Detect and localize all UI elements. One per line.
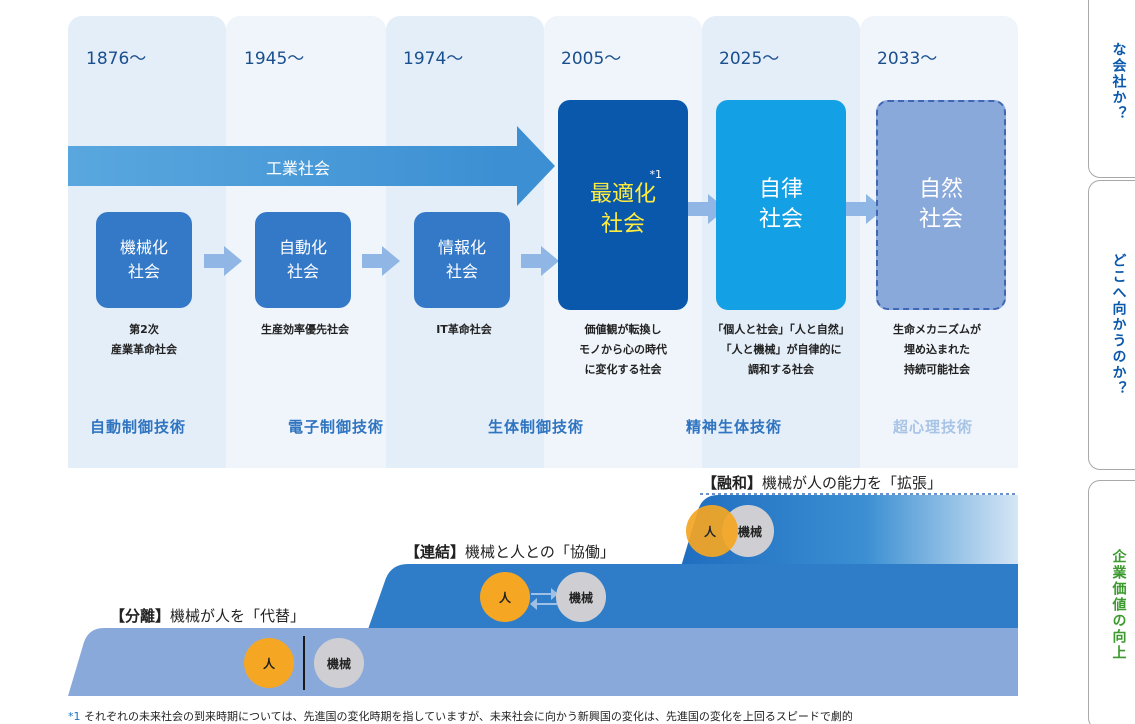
industrial-band-arrowhead xyxy=(517,126,555,206)
human-icon: 人 xyxy=(244,638,294,688)
society-description: 価値観が転換し モノから心の時代 に変化する社会 xyxy=(579,323,667,376)
machine-icon: 機械 xyxy=(314,638,364,688)
society-description: IT革命社会 xyxy=(436,323,492,336)
technology-label: 電子制御技術 xyxy=(288,418,385,436)
automation-society-box: 自動化 社会 xyxy=(255,212,351,308)
side-tab-direction[interactable]: どこへ向かうのか？ xyxy=(1088,180,1135,470)
technology-label: 精神生体技術 xyxy=(686,418,783,436)
year-label: 2005〜 xyxy=(561,49,622,69)
machine-icon: 機械 xyxy=(556,572,606,622)
society-description: 「個人と社会」「人と自然」 「人と機械」が自律的に 調和する社会 xyxy=(712,323,850,376)
connection-stage-title: 【連結】機械と人との「協働」 xyxy=(405,543,615,561)
arrow-right-icon xyxy=(204,246,244,276)
human-icon: 人 xyxy=(480,572,530,622)
optimization-society-box: *1 最適化 社会 xyxy=(558,100,688,310)
natural-society-box: 自然 社会 xyxy=(876,100,1006,310)
autonomous-society-box: 自律 社会 xyxy=(716,100,846,310)
separation-stage-title: 【分離】機械が人を「代替」 xyxy=(110,607,306,625)
information-society-box: 情報化 社会 xyxy=(414,212,510,308)
bidirectional-arrow-icon xyxy=(529,584,559,612)
technology-label: 超心理技術 xyxy=(893,418,974,436)
arrow-right-icon xyxy=(362,246,402,276)
arrow-right-icon xyxy=(521,246,561,276)
fusion-stage-title: 【融和】機械が人の能力を「拡張」 xyxy=(702,474,943,492)
side-tab-company[interactable]: な会社か？ xyxy=(1088,0,1135,178)
industrial-society-label: 工業社会 xyxy=(266,159,331,178)
separation-stage-shape xyxy=(68,628,1018,696)
technology-label: 自動制御技術 xyxy=(90,418,187,436)
year-label: 2033〜 xyxy=(877,49,938,69)
technology-label: 生体制御技術 xyxy=(488,418,585,436)
year-label: 1876〜 xyxy=(86,49,147,69)
year-label: 1974〜 xyxy=(403,49,464,69)
side-tab-corporate-value[interactable]: 企業価値の向上 xyxy=(1088,480,1135,724)
society-description: 第2次 産業革命社会 xyxy=(111,323,177,356)
year-label: 1945〜 xyxy=(244,49,305,69)
separation-divider xyxy=(303,636,305,690)
industrial-society-band xyxy=(68,146,518,186)
human-icon: 人 xyxy=(686,505,738,557)
society-description: 生命メカニズムが 埋め込まれた 持続可能社会 xyxy=(893,323,981,376)
society-description: 生産効率優先社会 xyxy=(261,323,349,336)
year-label: 2025〜 xyxy=(719,49,780,69)
connection-stage-shape xyxy=(366,564,1018,635)
optimization-society-label: 最適化 社会 xyxy=(589,182,656,237)
mechanization-society-box: 機械化 社会 xyxy=(96,212,192,308)
footnote: *1 それぞれの未来社会の到来時期については、先進国の変化時期を指していますが、… xyxy=(68,710,853,723)
footnote-marker: *1 xyxy=(649,168,663,181)
